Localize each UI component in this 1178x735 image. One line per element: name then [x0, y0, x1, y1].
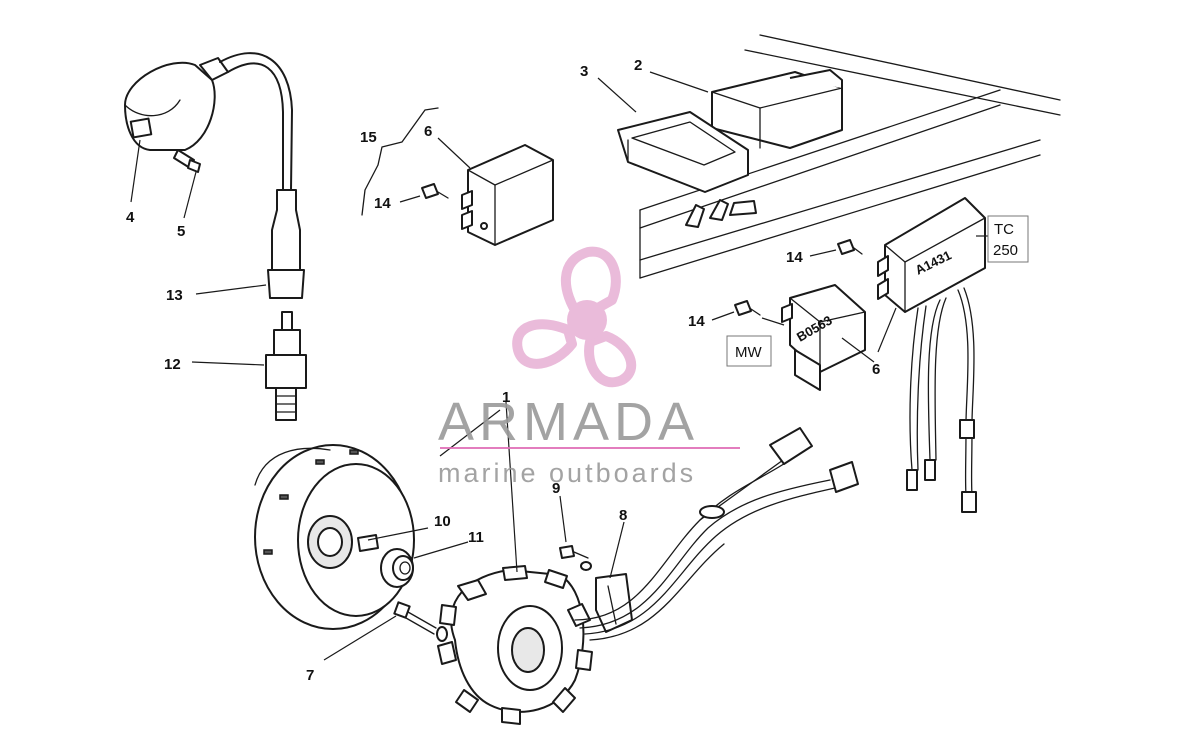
part-6-regulator: A1431 — [877, 197, 986, 313]
flywheel — [254, 444, 415, 630]
part-3-holder — [617, 111, 749, 193]
callout-6-top: 6 — [424, 123, 432, 140]
brand-name: ARMADA — [438, 392, 699, 452]
part-5-coil-screw — [173, 149, 201, 173]
mw-label: MW — [726, 335, 772, 367]
screw-14-a — [421, 183, 449, 199]
part-6-relay — [461, 144, 554, 246]
tc-label-line-1: TC — [994, 221, 1014, 238]
callout-11: 11 — [468, 529, 484, 546]
callout-13: 13 — [166, 287, 183, 304]
part-6-module: B0563 — [781, 284, 866, 391]
callout-numbers: 1 2 3 4 5 6 6 7 8 9 10 11 12 13 14 14 14… — [126, 57, 880, 684]
part-10-key — [357, 534, 379, 552]
callout-14-c: 14 — [688, 313, 705, 330]
tc-250-label: TC 250 — [987, 215, 1029, 263]
brand-tagline: marine outboards — [438, 458, 696, 488]
part-13-plug-cap — [267, 189, 305, 299]
part-2-control-unit — [711, 69, 843, 149]
callout-14-b: 14 — [786, 249, 803, 266]
callout-9: 9 — [552, 480, 560, 497]
callout-3: 3 — [580, 63, 588, 80]
leader-lines — [130, 71, 990, 661]
callout-14-a: 14 — [374, 195, 391, 212]
part-7-bolt — [393, 601, 448, 642]
tc-label-line-2: 250 — [993, 242, 1018, 259]
callout-1: 1 — [502, 389, 510, 406]
callout-5: 5 — [177, 223, 185, 240]
armada-logo: ARMADA marine outboards — [438, 246, 740, 488]
stator-harness — [574, 427, 859, 641]
wire-clips — [685, 199, 757, 228]
part-12-spark-plug — [265, 311, 307, 421]
callout-10: 10 — [434, 513, 451, 530]
screw-14-b — [837, 239, 863, 255]
ht-lead — [219, 52, 293, 191]
callout-15: 15 — [360, 129, 377, 146]
callout-7: 7 — [306, 667, 314, 684]
part-15-wire — [361, 107, 439, 216]
callout-12: 12 — [164, 356, 181, 373]
callout-8: 8 — [619, 507, 627, 524]
part-9-screw — [559, 545, 592, 571]
part-11-nut — [380, 548, 414, 588]
mw-label-text: MW — [735, 344, 762, 361]
stator — [437, 565, 593, 725]
brand-underline — [440, 447, 740, 449]
callout-4: 4 — [126, 209, 135, 226]
screw-14-c — [734, 300, 761, 316]
part-4-ignition-coil — [124, 57, 229, 151]
regulator-wires — [906, 287, 977, 513]
callout-6-right: 6 — [872, 361, 880, 378]
callout-2: 2 — [634, 57, 642, 74]
propeller-icon — [512, 246, 637, 388]
